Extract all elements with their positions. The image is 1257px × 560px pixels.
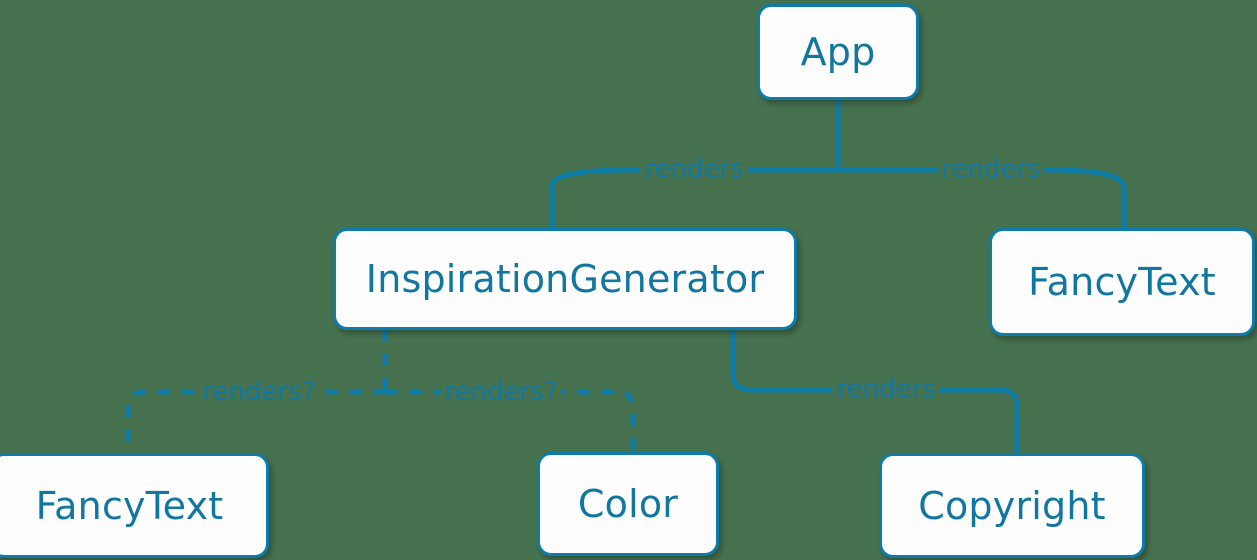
node-label-inspirationgenerator: InspirationGenerator xyxy=(365,257,765,301)
node-app[interactable]: App xyxy=(757,4,919,100)
node-label-app: App xyxy=(800,30,876,74)
node-color[interactable]: Color xyxy=(537,452,719,556)
edge-label-inspirationgenerator-color: renders? xyxy=(440,379,562,405)
edge-app-inspirationgenerator xyxy=(549,167,841,231)
node-label-copyright: Copyright xyxy=(918,483,1106,528)
edge-label-inspirationgenerator-fancytext: renders? xyxy=(198,379,320,405)
edge-inspirationgenerator-color xyxy=(385,389,636,452)
node-label-fancytext-top: FancyText xyxy=(1028,260,1216,304)
edge-inspirationgenerator-fancytext xyxy=(125,389,385,453)
edge-label-app-inspirationgenerator: renders xyxy=(640,156,748,182)
node-inspirationgenerator[interactable]: InspirationGenerator xyxy=(333,228,797,330)
edge-label-app-fancytext: renders xyxy=(937,156,1045,182)
node-label-fancytext-bottom: FancyText xyxy=(35,483,224,528)
edge-label-inspirationgenerator-copyright: renders xyxy=(832,376,940,402)
node-fancytext-bottom[interactable]: FancyText xyxy=(0,453,269,558)
edge-app-fancytext xyxy=(835,167,1127,231)
node-label-color: Color xyxy=(577,482,679,526)
node-copyright[interactable]: Copyright xyxy=(879,453,1145,558)
node-fancytext-top[interactable]: FancyText xyxy=(989,228,1255,336)
